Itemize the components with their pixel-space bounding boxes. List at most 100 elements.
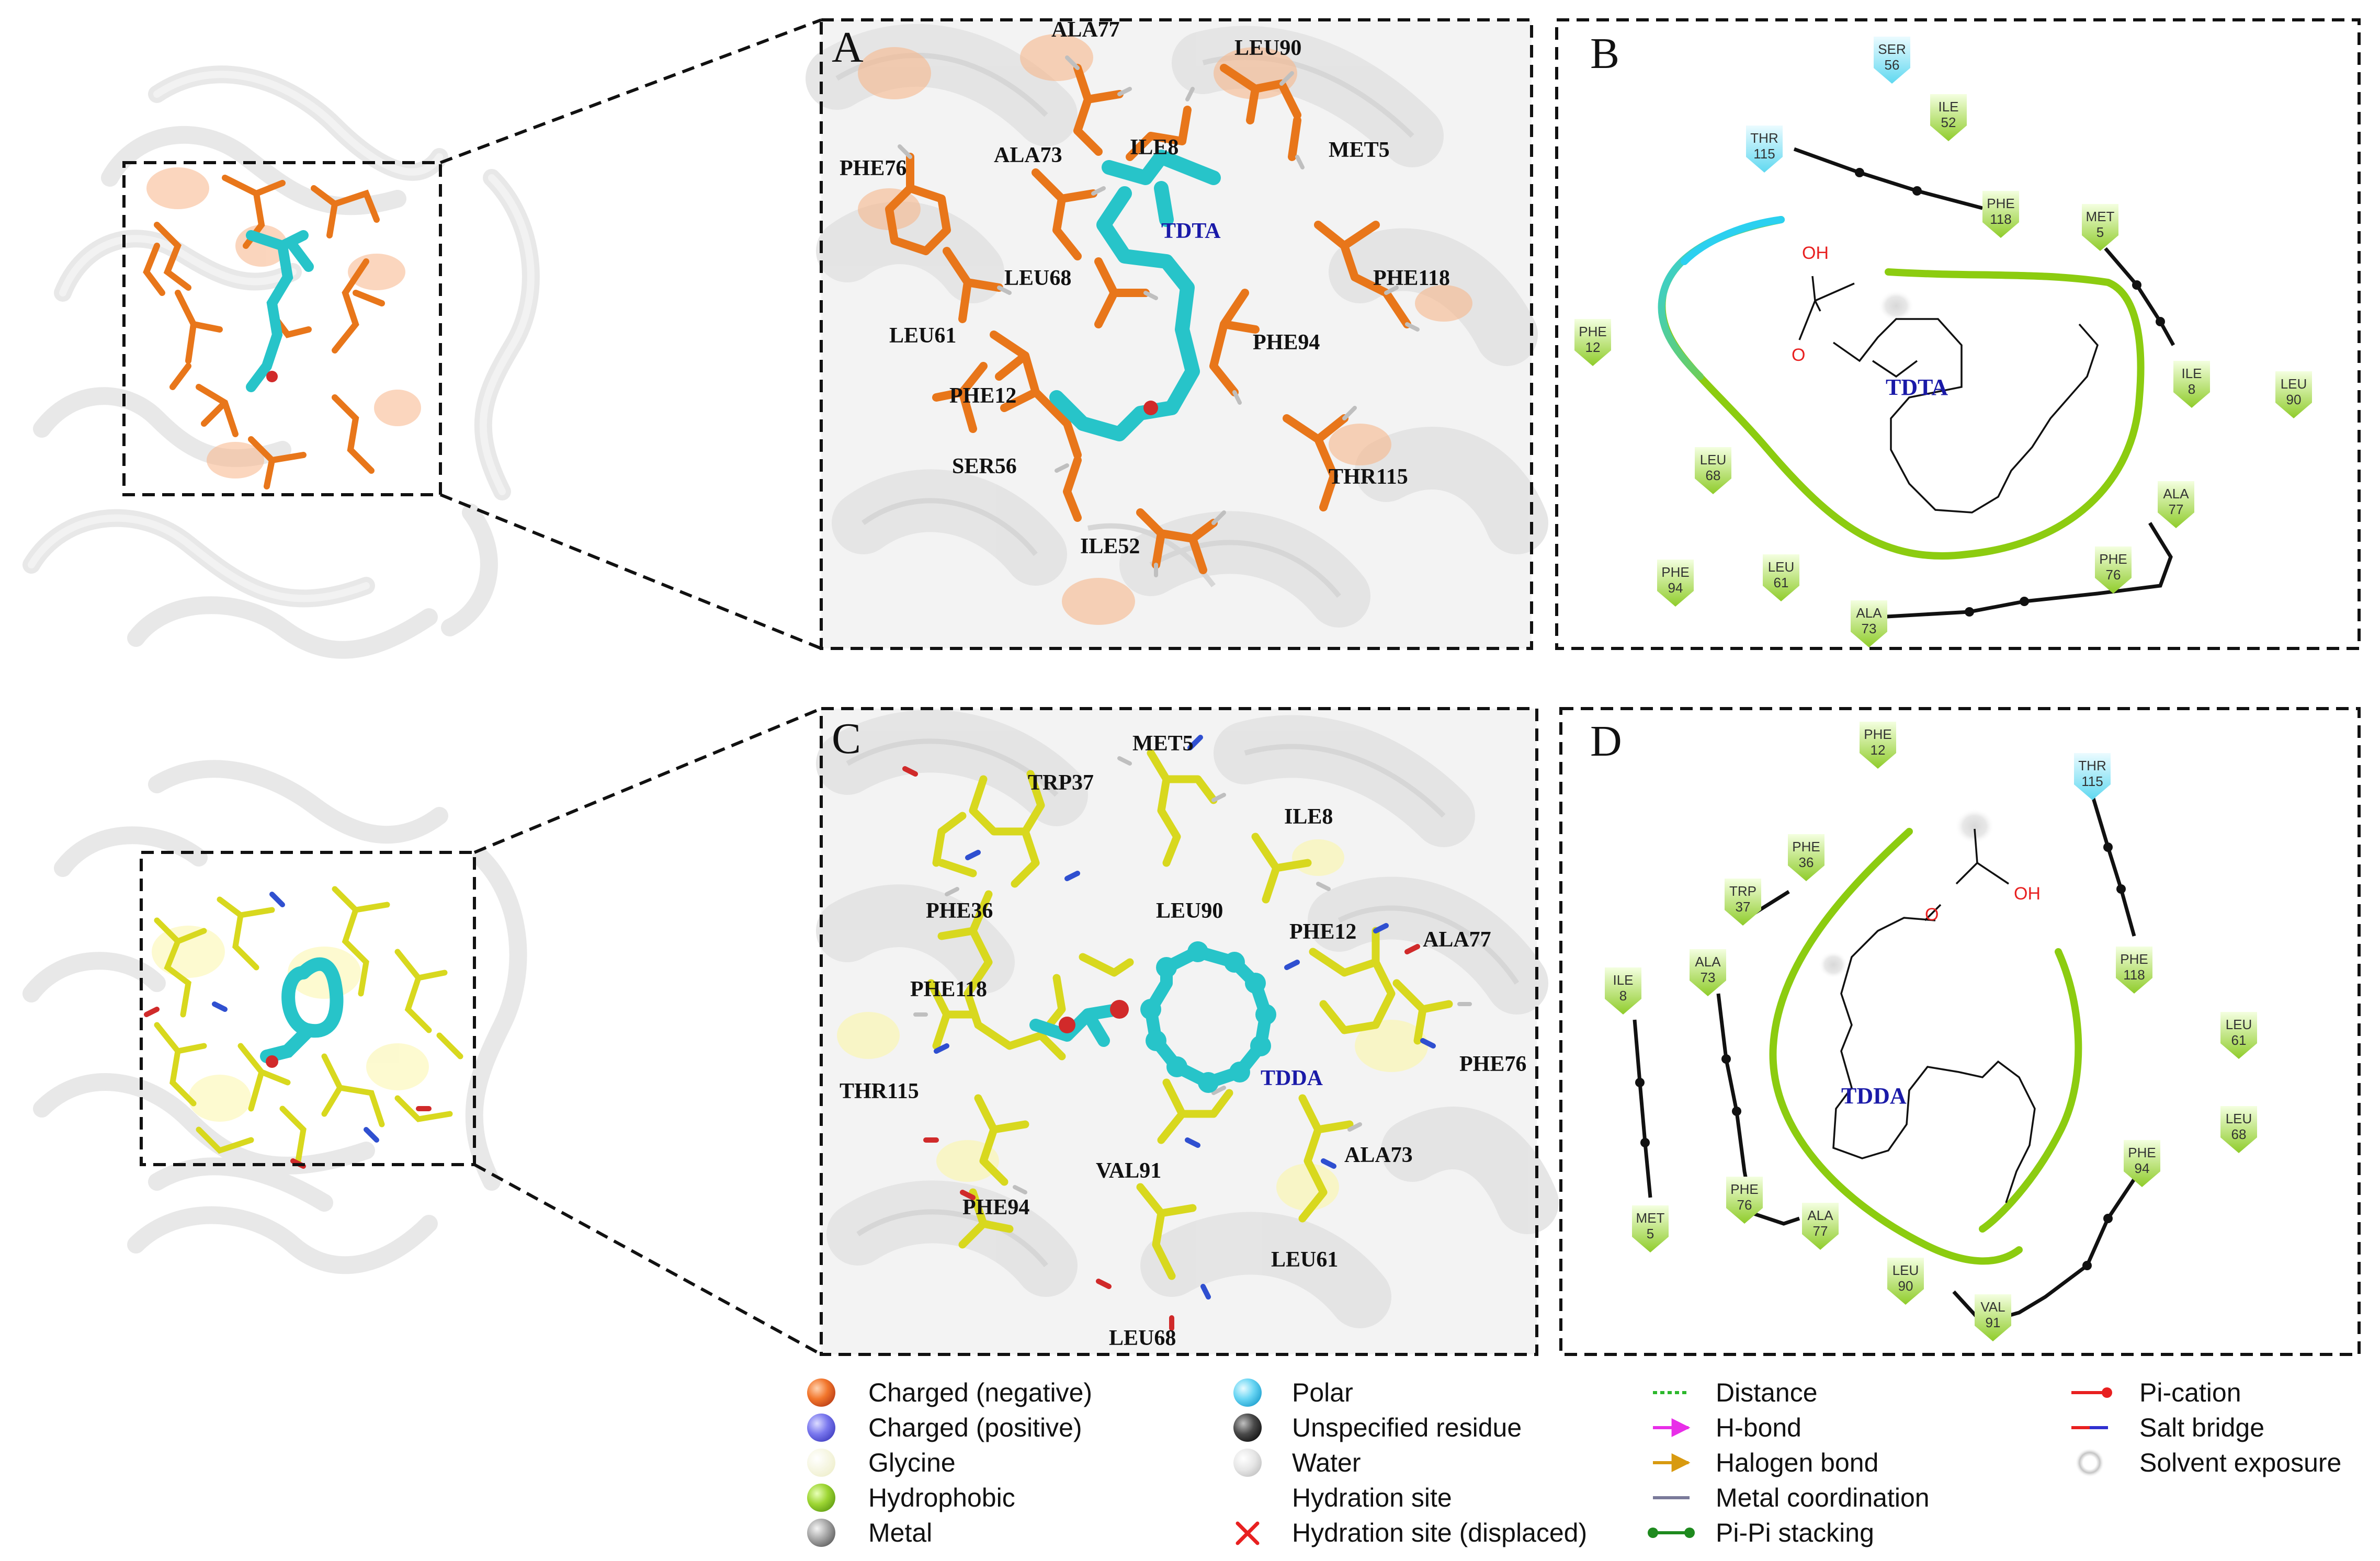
label-c-ile8: ILE8 <box>1284 805 1333 829</box>
panel-letter-b: B <box>1590 29 1619 78</box>
b-residue-phe12: PHE12 <box>1574 319 1611 366</box>
svg-text:THR: THR <box>1750 130 1778 146</box>
d-residue-thr115: THR115 <box>2074 753 2111 800</box>
tdta-ligand-3d <box>1049 150 1221 441</box>
legend-glycine-swatch <box>807 1449 835 1477</box>
label-c-phe12: PHE12 <box>1289 920 1356 944</box>
svg-text:118: 118 <box>1990 211 2011 227</box>
svg-text:LEU: LEU <box>2226 1017 2252 1032</box>
svg-text:68: 68 <box>1706 468 1721 483</box>
svg-text:SER: SER <box>1878 41 1906 57</box>
label-c-ala73: ALA73 <box>1344 1143 1413 1167</box>
legend-polar-swatch <box>1233 1378 1262 1407</box>
svg-text:5: 5 <box>2096 224 2104 240</box>
legend-pipi: Pi-Pi stacking <box>1716 1518 1874 1547</box>
legend-charged-positive: Charged (positive) <box>868 1413 1082 1442</box>
svg-text:52: 52 <box>1941 115 1956 130</box>
b-residue-ser56: SER56 <box>1874 37 1910 84</box>
label-a-thr115: THR115 <box>1329 465 1408 489</box>
label-c-phe76: PHE76 <box>1459 1052 1526 1076</box>
d-oh-label: OH <box>2014 884 2041 904</box>
svg-text:73: 73 <box>1701 970 1716 985</box>
svg-text:12: 12 <box>1585 339 1601 355</box>
panel-letter-c: C <box>832 714 861 763</box>
label-c-trp37: TRP37 <box>1028 771 1094 795</box>
label-a-met5: MET5 <box>1329 138 1390 162</box>
panel-letter-d: D <box>1590 717 1622 766</box>
svg-text:36: 36 <box>1799 854 1814 870</box>
panel-a-frame <box>820 18 1533 650</box>
legend-pipi-icon <box>1648 1528 1695 1538</box>
svg-text:VAL: VAL <box>1980 1299 2005 1315</box>
legend-charged-positive-swatch <box>807 1414 835 1442</box>
svg-text:PHE: PHE <box>2128 1145 2156 1160</box>
svg-text:94: 94 <box>2135 1160 2150 1176</box>
legend-solvent-exposure: Solvent exposure <box>2139 1448 2341 1477</box>
panel-d-frame <box>1559 707 2361 1356</box>
svg-text:ILE: ILE <box>1938 99 1958 115</box>
legend-water: Water <box>1292 1448 1361 1477</box>
svg-text:ILE: ILE <box>1613 972 1633 988</box>
legend-salt-bridge: Salt bridge <box>2139 1413 2264 1442</box>
label-a-tdta: TDTA <box>1161 219 1221 243</box>
svg-text:LEU: LEU <box>1700 452 1727 468</box>
d-pocket-line-left <box>1769 828 2023 1265</box>
svg-text:8: 8 <box>2188 381 2195 397</box>
svg-text:THR: THR <box>2078 758 2106 773</box>
b-o-label: O <box>1792 345 1805 365</box>
label-a-leu61: LEU61 <box>889 324 956 348</box>
legend-hydrophobic-swatch <box>807 1484 835 1512</box>
d-residue-leu90: LEU90 <box>1887 1258 1924 1305</box>
panel-d: D O OH TDDA PHE12 THR115 PHE36 <box>1561 709 2359 1354</box>
d-residue-val91: VAL91 <box>1975 1294 2011 1341</box>
svg-text:77: 77 <box>2169 502 2184 517</box>
legend-halogen: Halogen bond <box>1716 1448 1878 1477</box>
svg-text:37: 37 <box>1736 899 1751 915</box>
legend-charged-negative: Charged (negative) <box>868 1378 1092 1407</box>
svg-text:90: 90 <box>2286 392 2302 407</box>
protein-overview-bottom <box>22 760 527 1274</box>
svg-text:PHE: PHE <box>1864 726 1891 742</box>
svg-text:90: 90 <box>1898 1278 1913 1294</box>
svg-text:ALA: ALA <box>1807 1207 1833 1223</box>
svg-text:118: 118 <box>2123 967 2145 983</box>
legend-polar: Polar <box>1292 1378 1353 1407</box>
d-residue-leu61: LEU61 <box>2220 1012 2257 1059</box>
b-residue-phe94: PHE94 <box>1657 560 1694 607</box>
svg-text:61: 61 <box>2231 1032 2247 1048</box>
label-a-phe76: PHE76 <box>840 156 906 180</box>
svg-text:PHE: PHE <box>2120 951 2148 967</box>
legend-hydrophobic: Hydrophobic <box>868 1483 1015 1512</box>
legend-hydration-site: Hydration site <box>1292 1483 1452 1512</box>
b-ligand-skeleton <box>1798 276 2099 514</box>
d-residue-phe12: PHE12 <box>1860 722 1896 769</box>
svg-text:MET: MET <box>2086 209 2115 224</box>
legend: Charged (negative) Charged (positive) Gl… <box>807 1378 2341 1547</box>
legend-unspecified-swatch <box>1233 1414 1262 1442</box>
zoom-line-bottom-lower <box>473 1163 822 1356</box>
svg-text:PHE: PHE <box>1579 324 1606 339</box>
zoom-line-top-upper <box>439 18 822 164</box>
zoom-line-bottom-upper <box>473 707 822 854</box>
svg-text:ALA: ALA <box>2163 486 2189 502</box>
svg-text:76: 76 <box>1737 1197 1752 1213</box>
legend-glycine: Glycine <box>868 1448 956 1477</box>
svg-text:LEU: LEU <box>2281 376 2307 392</box>
svg-text:LEU: LEU <box>1768 559 1795 575</box>
label-c-ala77: ALA77 <box>1423 928 1491 952</box>
d-residue-phe76: PHE76 <box>1726 1177 1763 1224</box>
svg-text:PHE: PHE <box>2099 551 2127 567</box>
b-ligand-label: TDTA <box>1886 374 1948 400</box>
legend-pi-cation: Pi-cation <box>2139 1378 2241 1407</box>
legend-hbond: H-bond <box>1716 1413 1801 1442</box>
d-residue-phe118: PHE118 <box>2116 947 2152 994</box>
panel-letter-a: A <box>832 23 864 72</box>
legend-water-swatch <box>1233 1449 1262 1477</box>
d-residue-ile8: ILE8 <box>1605 967 1641 1015</box>
b-oh-label: OH <box>1802 243 1829 263</box>
label-c-phe36: PHE36 <box>926 899 993 923</box>
panel-a: ALA77 LEU90 PHE76 ALA73 ILE8 MET5 TDTA L… <box>806 18 1548 648</box>
b-residue-thr115: THR115 <box>1746 126 1783 173</box>
d-residue-met5: MET5 <box>1632 1205 1669 1252</box>
